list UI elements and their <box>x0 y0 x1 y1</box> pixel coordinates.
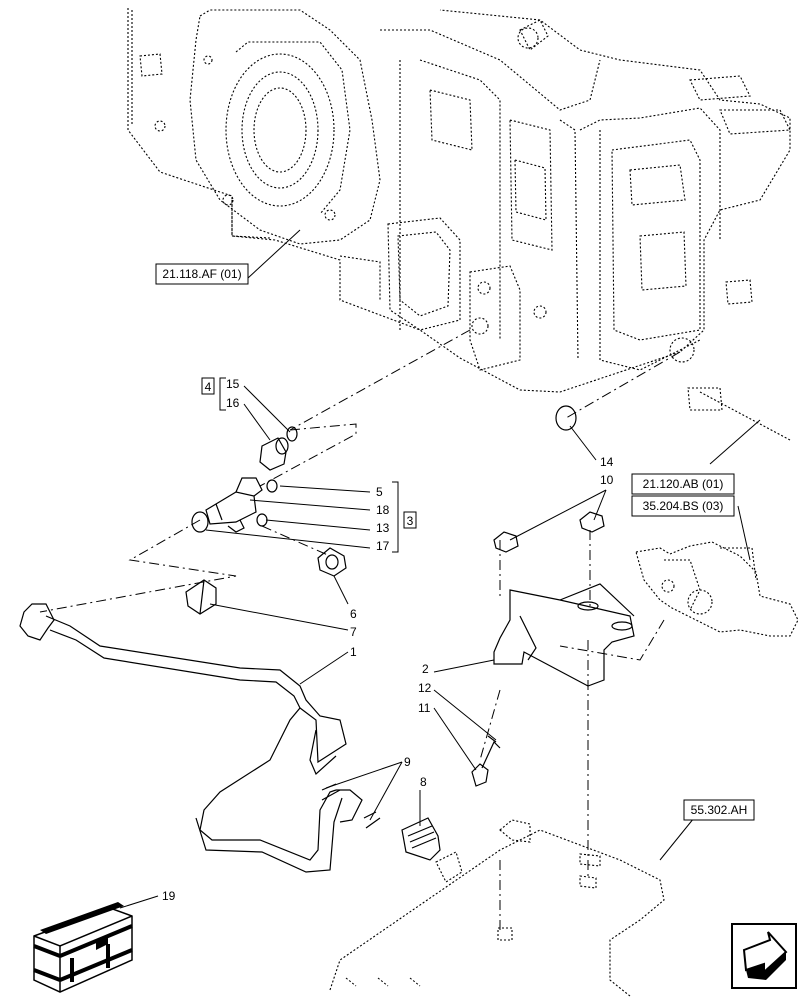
callout-16: 16 <box>226 396 240 410</box>
banjo-bolt-8 <box>401 817 441 861</box>
callout-12: 12 <box>418 681 432 695</box>
group-box-4: 4 <box>201 377 215 395</box>
callout-2: 2 <box>422 662 429 676</box>
reference-box-21-118-af[interactable]: 21.118.AF (01) <box>155 263 249 285</box>
o-ring-5 <box>266 479 278 493</box>
reference-label: 21.118.AF (01) <box>162 267 241 281</box>
callout-13: 13 <box>376 521 390 535</box>
leader-lines <box>119 229 761 909</box>
bolt-11 <box>471 740 501 787</box>
callout-6: 6 <box>350 607 357 621</box>
valve-assembly-ref <box>635 541 799 637</box>
plug-16 <box>259 437 289 471</box>
callout-10: 10 <box>600 473 614 487</box>
next-page-arrow-icon[interactable] <box>731 923 797 989</box>
reference-label: 35.204.BS (03) <box>643 499 724 513</box>
group-bracket-4 <box>219 377 226 411</box>
reference-label: 55.302.AH <box>691 803 748 817</box>
nut-10b <box>579 511 605 533</box>
washer-12 <box>487 735 497 743</box>
callout-9: 9 <box>404 755 411 769</box>
reference-box-21-120-ab[interactable]: 21.120.AB (01) <box>631 473 735 495</box>
washer-9b <box>363 811 381 829</box>
callout-15: 15 <box>226 377 240 391</box>
group-box-label: 3 <box>407 514 414 528</box>
hydraulic-pipe-1 <box>19 603 363 873</box>
group-box-label: 4 <box>205 380 212 394</box>
nut-7 <box>185 579 217 615</box>
callout-7: 7 <box>350 625 357 639</box>
callout-17: 17 <box>376 539 390 553</box>
reference-box-35-204-bs[interactable]: 35.204.BS (03) <box>631 495 735 517</box>
seal-ring-14 <box>555 405 577 431</box>
platform-frame-ref <box>329 819 665 997</box>
transmission-housing <box>127 8 791 441</box>
nut-10a <box>493 531 519 553</box>
bracket-2 <box>493 583 635 687</box>
tee-fitting-18 <box>205 477 263 533</box>
callout-numbers: 15 16 14 10 5 18 13 17 6 7 1 2 12 11 9 8… <box>162 377 614 903</box>
assembly-centerlines <box>39 329 681 930</box>
group-box-3: 3 <box>403 511 417 529</box>
callout-11: 11 <box>418 701 431 715</box>
o-ring-13 <box>256 513 268 527</box>
nut-6 <box>317 547 347 577</box>
reference-label: 21.120.AB (01) <box>643 477 724 491</box>
reference-box-55-302-ah[interactable]: 55.302.AH <box>683 799 755 821</box>
callout-8: 8 <box>420 775 427 789</box>
callout-18: 18 <box>376 503 390 517</box>
callout-5: 5 <box>376 485 383 499</box>
o-ring-17 <box>191 511 209 533</box>
o-ring-15 <box>286 426 298 442</box>
callout-19: 19 <box>162 889 176 903</box>
group-bracket-3 <box>392 481 399 553</box>
callout-1: 1 <box>350 645 357 659</box>
kit-crate-icon <box>33 902 133 993</box>
callout-14: 14 <box>600 455 614 469</box>
